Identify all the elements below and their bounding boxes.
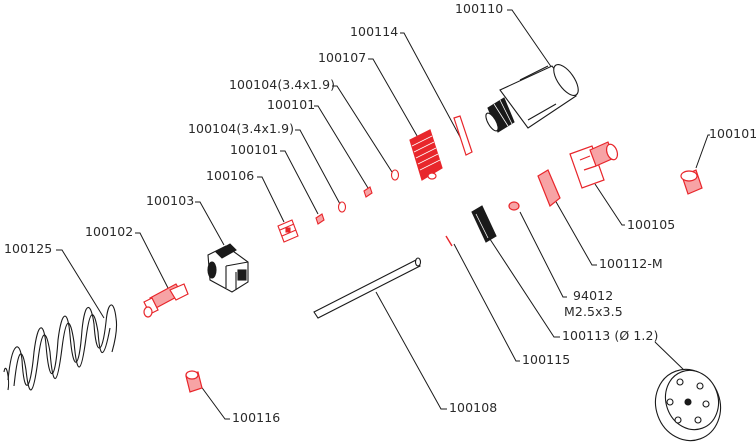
part-100116 — [185, 370, 203, 393]
leader-100108 — [375, 291, 447, 410]
part-100106 — [277, 219, 299, 243]
part-disc — [654, 368, 722, 442]
label-100110: 100110 — [455, 1, 504, 16]
label-100107: 100107 — [318, 50, 367, 65]
label-100108: 100108 — [449, 400, 498, 415]
leader-100112m — [554, 199, 597, 266]
part-100103 — [207, 243, 249, 293]
leader-100113 — [483, 229, 560, 338]
leader-94012 — [519, 211, 567, 298]
leader-100115 — [453, 243, 520, 362]
leader-100101r — [695, 134, 710, 169]
part-100104-a — [390, 169, 400, 181]
label-100116: 100116 — [232, 410, 281, 425]
leader-100106 — [257, 176, 285, 223]
label-100112m: 100112-M — [599, 256, 663, 271]
leader-100101a — [314, 105, 369, 189]
label-100101-right: 100101 — [709, 126, 756, 141]
leader-100105 — [594, 183, 625, 226]
label-100125: 100125 — [4, 241, 53, 256]
leader-100103 — [195, 201, 225, 246]
label-100115: 100115 — [522, 352, 571, 367]
part-100101-a — [363, 186, 373, 198]
leader-100114 — [400, 32, 467, 149]
leader-100116 — [199, 384, 230, 420]
part-100101-b — [315, 213, 325, 225]
part-100105 — [569, 141, 619, 189]
leader-100107 — [368, 58, 425, 149]
part-100110 — [485, 64, 579, 133]
label-100105: 100105 — [627, 217, 676, 232]
leader-100104b — [295, 129, 341, 205]
label-100101-b: 100101 — [230, 142, 279, 157]
label-100103: 100103 — [146, 193, 195, 208]
label-94012: 94012 — [573, 288, 614, 303]
part-94012 — [508, 201, 520, 211]
label-100114: 100114 — [350, 24, 399, 39]
leader-100104a — [332, 85, 393, 173]
part-100113 — [471, 205, 497, 243]
label-m2-5x3-5: M2.5x3.5 — [564, 304, 623, 319]
label-100106: 100106 — [206, 168, 255, 183]
label-100104-b: 100104(3.4x1.9) — [188, 121, 295, 136]
part-100115 — [445, 235, 453, 247]
label-100101-a: 100101 — [267, 97, 316, 112]
leader-disc — [654, 341, 687, 373]
part-100112m — [537, 169, 561, 207]
part-100107 — [409, 129, 443, 181]
part-100102 — [143, 283, 189, 318]
part-100101-right — [680, 169, 703, 195]
part-100104-b — [337, 201, 347, 213]
spring-100125 — [3, 304, 118, 391]
leader-100102 — [135, 232, 169, 289]
leader-100110 — [507, 9, 553, 69]
part-100114 — [453, 115, 473, 156]
label-100104-a: 100104(3.4x1.9) — [229, 77, 336, 92]
label-100102: 100102 — [85, 224, 134, 239]
leader-100101b — [280, 150, 319, 215]
label-100113: 100113 (Ø 1.2) — [562, 328, 659, 343]
part-100108 — [313, 257, 422, 319]
leader-lines — [56, 9, 710, 420]
leader-100125 — [56, 249, 105, 319]
